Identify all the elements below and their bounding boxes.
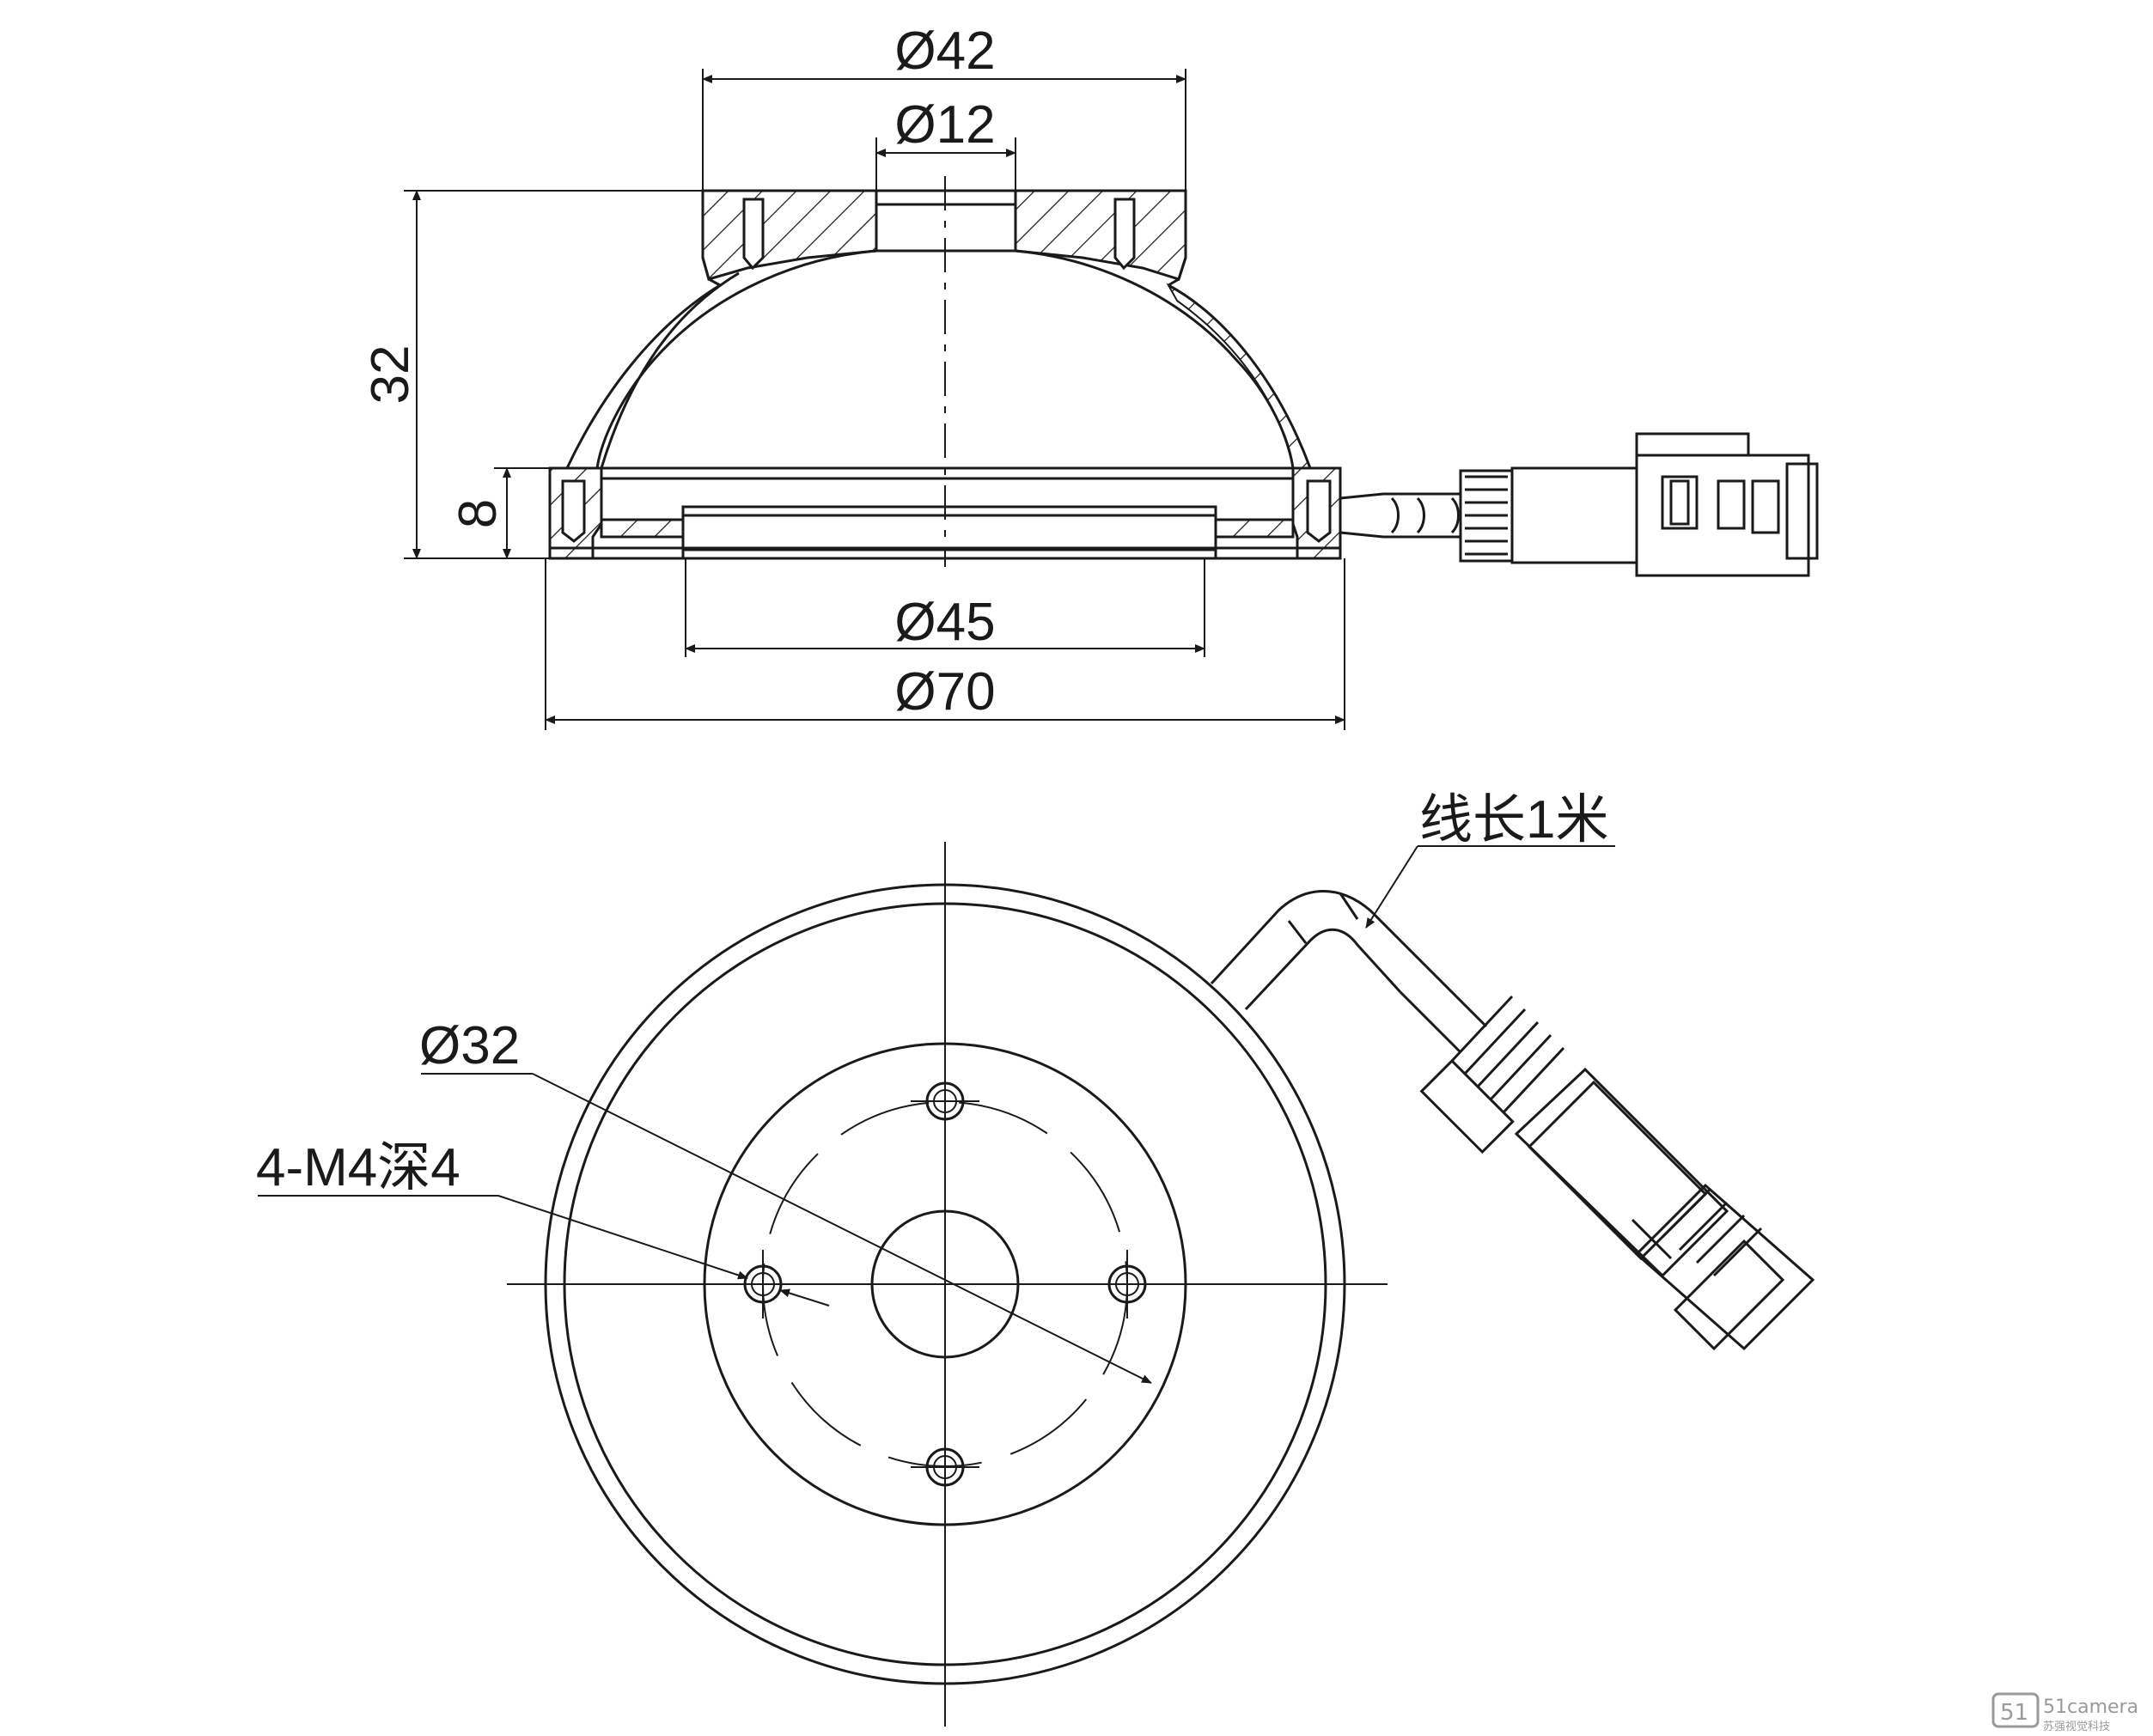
camera-logo-icon [1991, 1692, 2040, 1728]
watermark-brand: 51camera [2043, 1696, 2138, 1718]
side-cable-connector [1339, 432, 1819, 577]
watermark-tagline: 苏强视觉科技 [2043, 1720, 2110, 1733]
dim-total-height: 32 [361, 345, 420, 405]
dome-body [565, 249, 1312, 469]
dim-top-outer-diameter: Ø42 [894, 21, 995, 81]
dim-bottom-outer-diameter: Ø70 [894, 662, 995, 722]
side-dimensions [404, 69, 1345, 730]
cable-length-note: 线长1米 [1419, 790, 1608, 850]
top-leaders [258, 845, 1615, 1384]
dim-bottom-inner-diameter: Ø45 [894, 593, 995, 652]
top-centerlines [507, 842, 1388, 1727]
top-view [507, 842, 1815, 1727]
dim-flange-height: 8 [448, 499, 508, 528]
top-cable-connector [1210, 890, 1815, 1351]
svg-text:51: 51 [2000, 1700, 2028, 1726]
watermark-logo: 51 51camera 苏强视觉科技 [1991, 1692, 2138, 1733]
base-flange [548, 466, 1342, 560]
dim-bolt-circle: Ø32 [419, 1016, 520, 1075]
side-view [548, 176, 1819, 577]
dim-threaded-holes: 4-M4深4 [256, 1138, 460, 1197]
dim-top-bore-diameter: Ø12 [894, 95, 995, 155]
